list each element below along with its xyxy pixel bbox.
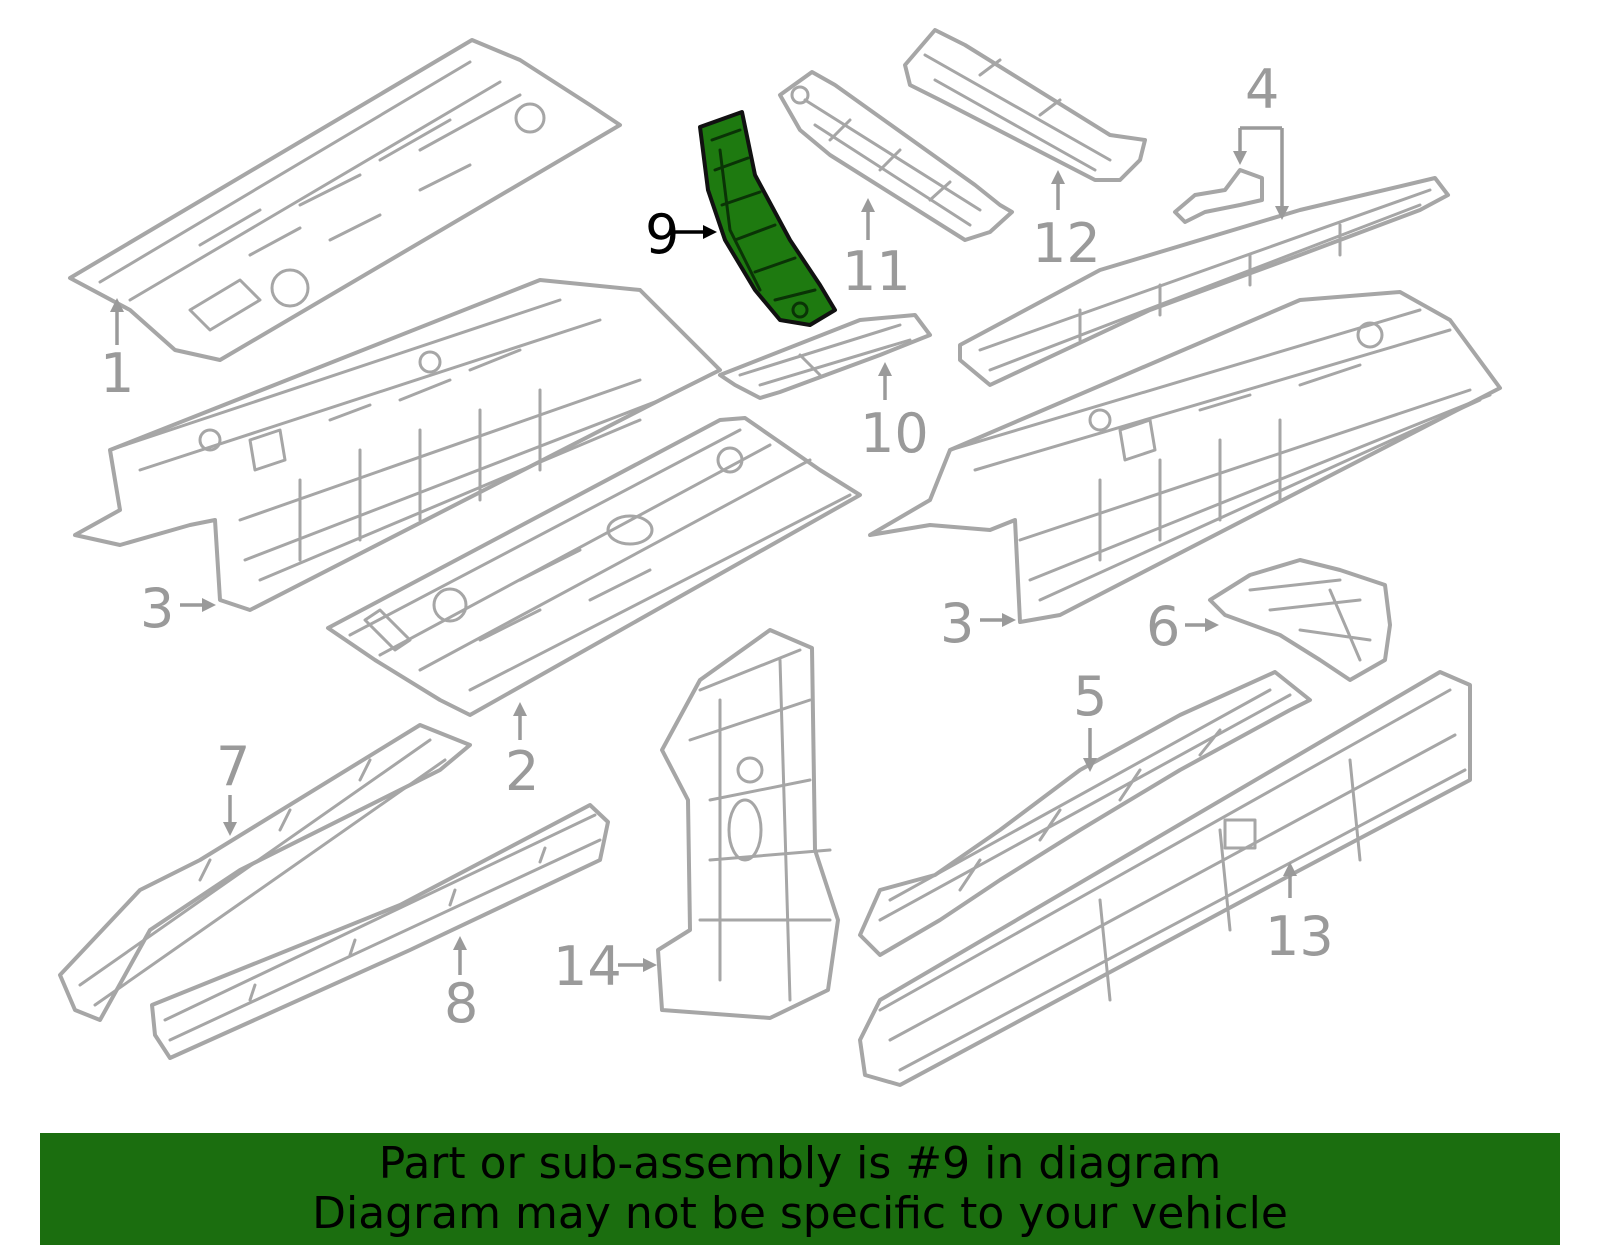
part-13-rocker[interactable] — [858, 670, 1472, 1087]
callout-11: 11 — [842, 198, 911, 303]
callout-7: 7 — [216, 735, 250, 836]
callout-3a-label: 3 — [140, 577, 174, 640]
part-12-crossmember[interactable] — [903, 28, 1147, 182]
callout-8-label: 8 — [444, 972, 478, 1035]
callout-1-label: 1 — [100, 342, 134, 405]
part-14-pillar[interactable] — [656, 628, 840, 1020]
callout-3b-label: 3 — [940, 592, 974, 655]
callout-4-label: 4 — [1245, 58, 1279, 121]
callout-12: 12 — [1032, 170, 1101, 275]
info-banner: Part or sub-assembly is #9 in diagram Di… — [40, 1133, 1560, 1245]
callout-14: 14 — [553, 935, 657, 998]
callout-3b: 3 — [940, 592, 1016, 655]
callout-10: 10 — [860, 362, 929, 465]
callout-14-label: 14 — [553, 935, 622, 998]
callout-3a: 3 — [140, 577, 216, 640]
callout-5: 5 — [1073, 665, 1107, 772]
banner-line-2: Diagram may not be specific to your vehi… — [312, 1188, 1288, 1239]
callout-9: 9 — [645, 203, 717, 266]
part-10-bracket[interactable] — [718, 313, 932, 400]
callout-6-label: 6 — [1146, 595, 1180, 658]
callout-10-label: 10 — [860, 402, 929, 465]
callout-11-label: 11 — [842, 240, 911, 303]
callout-8: 8 — [444, 936, 478, 1035]
part-3-floor-tunnel-right[interactable] — [868, 290, 1502, 624]
callout-13-label: 13 — [1265, 905, 1334, 968]
part-6-wheelhouse-bracket[interactable] — [1208, 558, 1392, 682]
part-11-crossmember[interactable] — [778, 70, 1014, 242]
part-4-small-bracket[interactable] — [1173, 168, 1264, 224]
part-8-side-member[interactable] — [150, 803, 610, 1060]
callout-5-label: 5 — [1073, 665, 1107, 728]
callout-12-label: 12 — [1032, 212, 1101, 275]
part-4-rail[interactable] — [958, 176, 1450, 387]
part-9-reinforcement-highlighted[interactable] — [698, 110, 837, 327]
part-2-rear-floor-pan[interactable] — [326, 416, 862, 717]
callout-4: 4 — [1233, 58, 1289, 220]
callout-2-label: 2 — [505, 740, 539, 803]
callout-13: 13 — [1265, 862, 1334, 968]
part-1-floor-pan[interactable] — [68, 38, 622, 362]
callout-9-label: 9 — [645, 203, 679, 266]
part-7-side-rail[interactable] — [58, 723, 472, 1022]
callout-1: 1 — [100, 298, 134, 405]
callout-2: 2 — [505, 702, 539, 803]
callout-7-label: 7 — [216, 735, 250, 798]
part-5-side-rail[interactable] — [858, 670, 1312, 957]
callout-6: 6 — [1146, 595, 1219, 658]
part-3-floor-tunnel-left[interactable] — [73, 278, 722, 612]
banner-line-1: Part or sub-assembly is #9 in diagram — [378, 1138, 1222, 1189]
